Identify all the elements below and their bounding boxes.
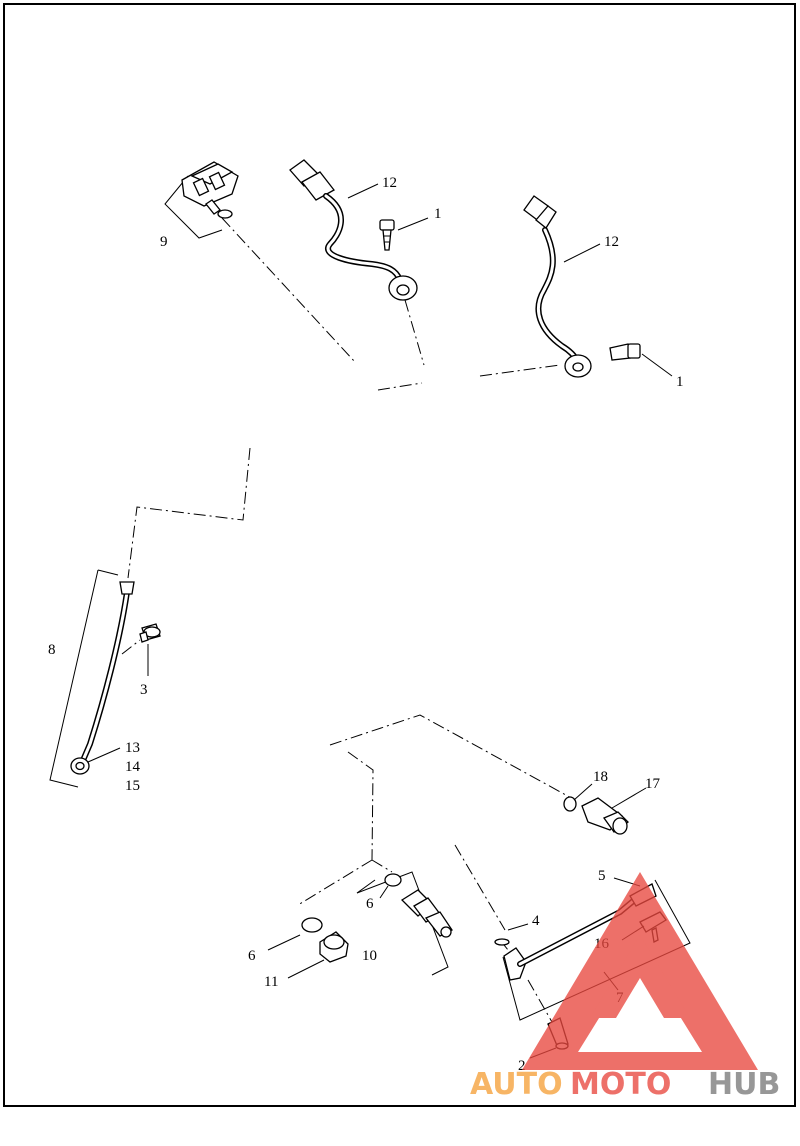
part-10-fitting: [400, 889, 453, 938]
part-4-washer: [494, 938, 510, 946]
part-8-tube: [70, 581, 135, 775]
watermark-text-moto: MOTO: [570, 1067, 671, 1102]
callout-1-upper: 1: [434, 206, 442, 222]
watermark-text-hub: HUB: [708, 1067, 780, 1102]
callout-12-right: 12: [604, 234, 619, 250]
part-6-o-ring-lower: [301, 917, 323, 933]
callout-13: 13: [125, 740, 140, 756]
part-11-cap: [319, 931, 349, 963]
part-3-fitting: [139, 623, 161, 643]
callout-11: 11: [264, 974, 278, 990]
part-12-sensor-right: [523, 195, 592, 378]
part-18-o-ring: [563, 796, 577, 812]
bracket-lines: [49, 175, 691, 1021]
callout-6-lower: 6: [248, 948, 256, 964]
callout-4: 4: [532, 913, 540, 929]
diagram-frame: [3, 3, 796, 1107]
watermark-logo: AUTO MOTO HUB: [470, 872, 780, 1102]
callout-1-right: 1: [676, 374, 684, 390]
callout-15: 15: [125, 778, 140, 794]
part-12-sensor-left: [289, 159, 418, 301]
part-9-connector: [181, 161, 239, 219]
callout-10: 10: [362, 948, 377, 964]
leader-lines: [87, 183, 673, 1059]
callout-6-upper: 6: [366, 896, 374, 912]
watermark-text-auto: AUTO: [470, 1067, 563, 1102]
part-6-o-ring-upper: [384, 873, 402, 887]
callout-9: 9: [160, 234, 168, 250]
callout-5: 5: [598, 868, 606, 884]
watermark-triangle-icon: [522, 872, 758, 1070]
callouts: 12 1 9 12 1 8 3 13 14 15 18 17 5 6 4 16 …: [48, 175, 684, 1074]
callout-12-upper: 12: [382, 175, 397, 191]
callout-17: 17: [645, 776, 661, 792]
part-17-sender: [581, 797, 630, 835]
callout-3: 3: [140, 682, 148, 698]
part-1-bolt-right: [609, 343, 641, 361]
part-1-bolt-upper: [379, 219, 395, 251]
connection-lines: [121, 217, 576, 1023]
callout-14: 14: [125, 759, 141, 775]
callout-2: 2: [518, 1058, 526, 1074]
callout-8: 8: [48, 642, 56, 658]
callout-18: 18: [593, 769, 608, 785]
